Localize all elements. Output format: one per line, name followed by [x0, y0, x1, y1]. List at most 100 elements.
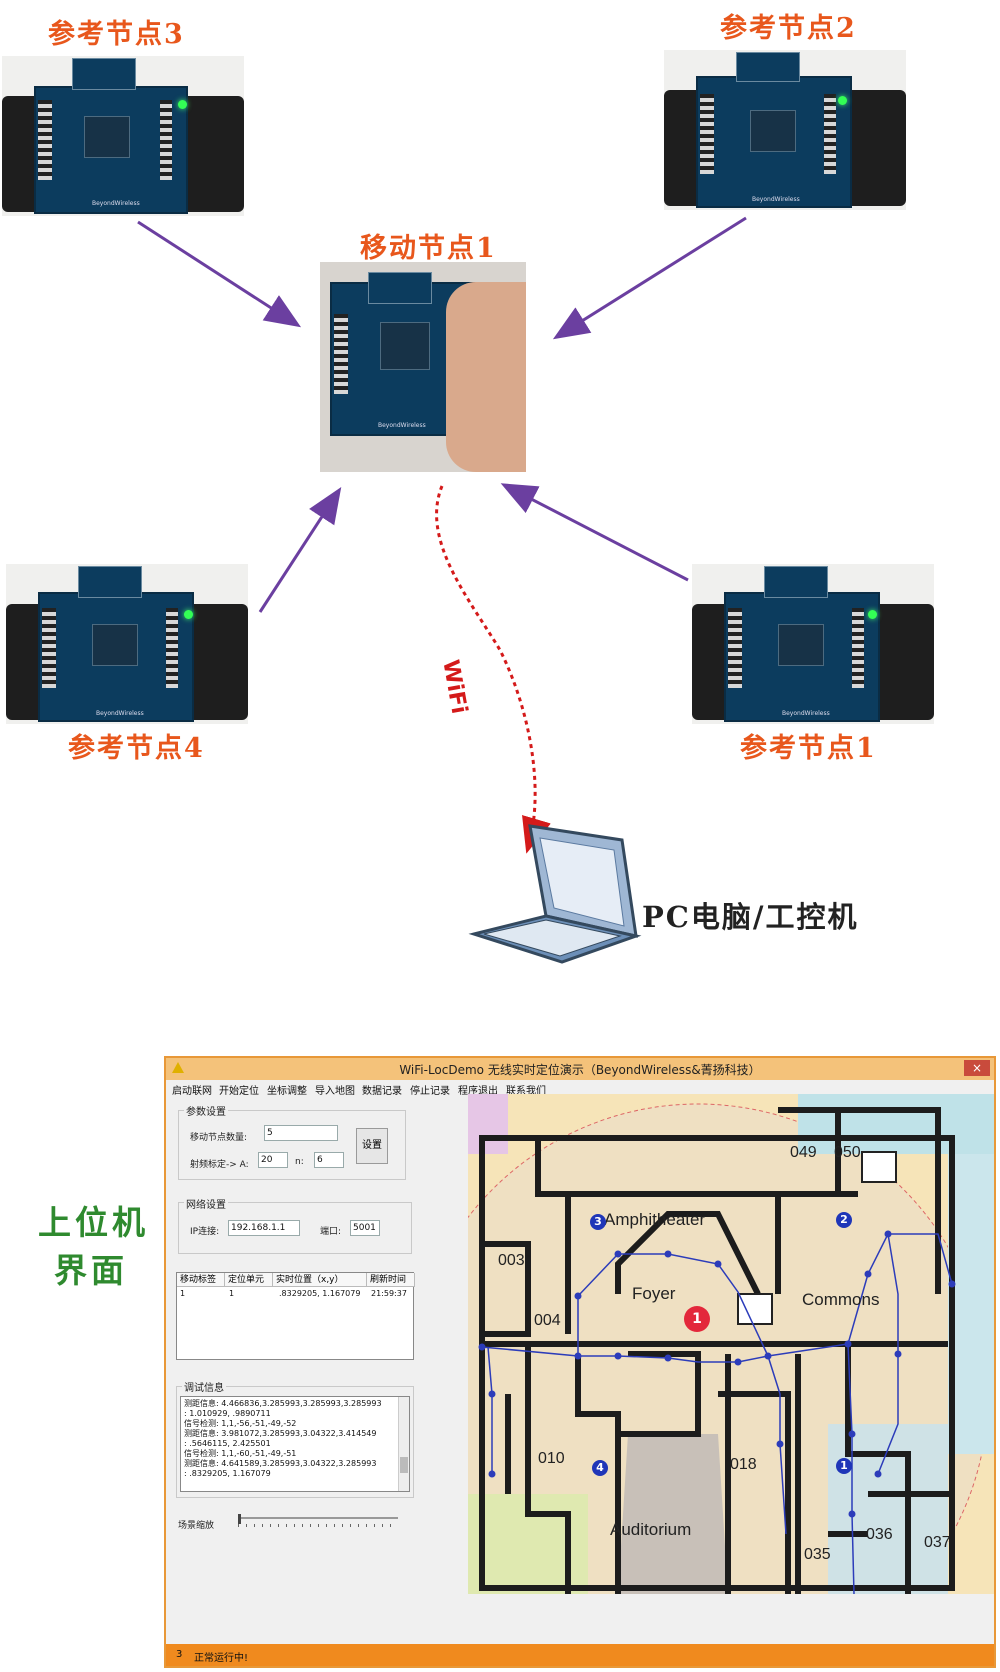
menu-start-network[interactable]: 启动联网 — [172, 1086, 212, 1097]
ref-node-3-board: BeyondWireless — [2, 56, 244, 216]
warning-icon — [172, 1062, 184, 1073]
network-group — [178, 1202, 412, 1254]
room-label: 049 — [790, 1144, 817, 1161]
anchor-marker-2[interactable]: 2 — [836, 1212, 852, 1228]
ip-label: IP连接: — [190, 1227, 220, 1237]
status-bar: 3 正常运行中! — [166, 1644, 994, 1666]
close-button[interactable]: × — [964, 1060, 990, 1076]
area-label: Auditorium — [610, 1520, 692, 1539]
ref-node-3-label: 参考节点3 — [48, 19, 185, 50]
debug-group — [176, 1386, 414, 1498]
room-label: 018 — [730, 1456, 757, 1473]
ref-node-4-board: BeyondWireless — [6, 564, 248, 724]
params-group-label: 参数设置 — [184, 1103, 228, 1118]
mobile-count-label: 移动节点数量: — [190, 1133, 248, 1143]
side-label-line1: 上位机 — [38, 1203, 149, 1242]
floor-plan — [468, 1094, 994, 1594]
area-label: Foyer — [632, 1284, 676, 1303]
side-label-line2: 界面 — [54, 1251, 128, 1290]
mobile-count-input[interactable]: 5 — [264, 1125, 338, 1141]
area-label: Commons — [802, 1290, 880, 1309]
debug-line: : 1.010929, .9890711 — [184, 1409, 271, 1418]
n-label: n: — [295, 1157, 304, 1167]
debug-line: 测距信息: 4.466836,3.285993,3.285993,3.28599… — [184, 1399, 382, 1408]
rf-calibration-label: 射频标定-> A: — [190, 1160, 249, 1170]
port-input[interactable]: 5001 — [350, 1220, 380, 1236]
ref-node-2-label: 参考节点2 — [720, 13, 857, 44]
connection-arrows — [137, 216, 747, 964]
debug-group-label: 调试信息 — [182, 1379, 226, 1394]
menu-record-data[interactable]: 数据记录 — [362, 1086, 402, 1097]
mobile-node-board: BeyondWireless — [320, 262, 526, 472]
anchor-marker-1[interactable]: 1 — [836, 1458, 852, 1474]
room-label: 035 — [804, 1546, 831, 1563]
zoom-slider[interactable] — [238, 1514, 398, 1530]
anchor-marker-4[interactable]: 4 — [592, 1460, 608, 1476]
debug-line: 信号检测: 1,1,-60,-51,-49,-51 — [184, 1449, 297, 1458]
laptop-icon — [468, 824, 642, 964]
ip-input[interactable]: 192.168.1.1 — [228, 1220, 300, 1236]
arrow-ref2-to-mobile — [552, 216, 747, 340]
cell-tag: 1 — [180, 1289, 186, 1298]
arrow-ref1-to-mobile — [500, 483, 689, 582]
status-text: 正常运行中! — [194, 1653, 249, 1664]
ref-node-1-board: BeyondWireless — [692, 564, 934, 724]
debug-scrollbar[interactable] — [398, 1397, 409, 1491]
menu-contact[interactable]: 联系我们 — [506, 1086, 546, 1097]
debug-line: : .8329205, 1.167079 — [184, 1469, 271, 1478]
menu-adjust-coords[interactable]: 坐标调整 — [267, 1086, 307, 1097]
room-label: 004 — [534, 1312, 561, 1329]
debug-line: : .5646115, 2.425501 — [184, 1439, 271, 1448]
room-label: 036 — [866, 1526, 893, 1543]
debug-line: 测距信息: 4.641589,3.285993,3.04322,3.285993 — [184, 1459, 377, 1468]
board-caption: BeyondWireless — [782, 710, 830, 717]
params-group — [178, 1110, 406, 1180]
menu-import-map[interactable]: 导入地图 — [315, 1086, 355, 1097]
debug-line: 信号检测: 1,1,-56,-51,-49,-52 — [184, 1419, 297, 1428]
network-group-label: 网络设置 — [184, 1196, 228, 1211]
anchor-marker-3[interactable]: 3 — [590, 1214, 606, 1230]
board-caption: BeyondWireless — [96, 710, 144, 717]
debug-line: 测距信息: 3.981072,3.285993,3.04322,3.414549 — [184, 1429, 377, 1438]
n-value-input[interactable]: 6 — [314, 1152, 344, 1168]
menu-bar: 启动联网 开始定位 坐标调整 导入地图 数据记录 停止记录 程序退出 联系我们 — [166, 1080, 994, 1098]
set-button[interactable]: 设置 — [356, 1128, 388, 1164]
menu-start-locate[interactable]: 开始定位 — [219, 1086, 259, 1097]
cell-time: 21:59:37 — [371, 1289, 407, 1298]
table-header-time[interactable]: 刷新时间 — [367, 1273, 415, 1287]
app-window: WiFi-LocDemo 无线实时定位演示（BeyondWireless&菁扬科… — [164, 1056, 996, 1668]
room-label: 010 — [538, 1450, 565, 1467]
location-table[interactable]: 移动标签 定位单元 实时位置（x,y） 刷新时间 1 1 .8329205, 1… — [176, 1272, 415, 1360]
status-number: 3 — [176, 1649, 183, 1660]
room-label: 050 — [834, 1144, 861, 1161]
ref-node-4-label: 参考节点4 — [68, 733, 205, 764]
debug-log[interactable]: 测距信息: 4.466836,3.285993,3.285993,3.28599… — [180, 1396, 410, 1492]
window-title: WiFi-LocDemo 无线实时定位演示（BeyondWireless&菁扬科… — [399, 1063, 761, 1077]
room-label: 037 — [924, 1534, 951, 1551]
host-software-label: 上位机 界面 — [38, 1196, 149, 1292]
menu-exit[interactable]: 程序退出 — [458, 1086, 498, 1097]
cell-unit: 1 — [229, 1289, 235, 1298]
cell-position: .8329205, 1.167079 — [279, 1289, 361, 1298]
mobile-node-label: 移动节点1 — [360, 233, 497, 264]
ref-node-2-board: BeyondWireless — [664, 50, 906, 210]
a-value-input[interactable]: 20 — [258, 1152, 288, 1168]
board-caption: BeyondWireless — [92, 200, 140, 207]
title-bar: WiFi-LocDemo 无线实时定位演示（BeyondWireless&菁扬科… — [166, 1058, 994, 1080]
menu-stop-record[interactable]: 停止记录 — [410, 1086, 450, 1097]
area-label: Amphitheater — [604, 1210, 706, 1229]
pc-label: PC电脑/工控机 — [642, 900, 859, 934]
map-panel[interactable]: 049 050 003 004 010 018 035 036 037 Amph… — [468, 1094, 994, 1594]
arrow-ref4-to-mobile — [258, 486, 342, 613]
arrow-ref3-to-mobile — [137, 220, 302, 328]
board-caption: BeyondWireless — [752, 196, 800, 203]
table-header-tag[interactable]: 移动标签 — [177, 1273, 225, 1287]
zoom-label: 场景缩放 — [178, 1521, 215, 1531]
board-caption: BeyondWireless — [378, 422, 426, 429]
table-header-position[interactable]: 实时位置（x,y） — [273, 1273, 367, 1287]
table-header-unit[interactable]: 定位单元 — [225, 1273, 273, 1287]
ref-node-1-label: 参考节点1 — [740, 733, 877, 764]
port-label: 端口: — [320, 1227, 342, 1237]
room-label: 003 — [498, 1252, 525, 1269]
mobile-tag-marker[interactable]: 1 — [684, 1306, 710, 1332]
